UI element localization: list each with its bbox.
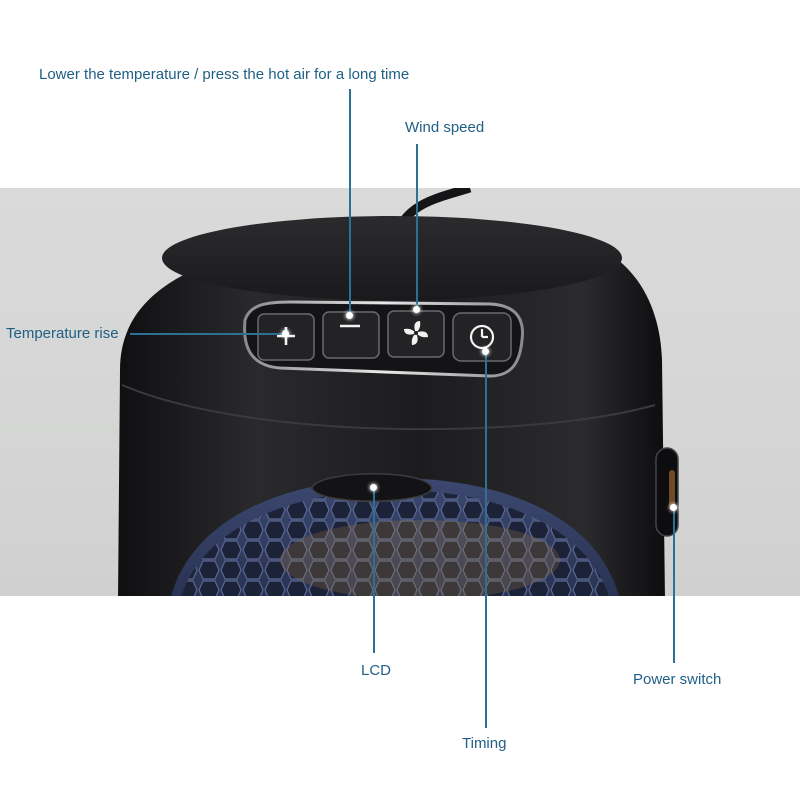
indicator-dot-minus	[346, 312, 353, 319]
timer-button[interactable]	[452, 312, 512, 362]
fan-icon	[404, 321, 428, 345]
callout-lower-temperature: Lower the temperature / press the hot ai…	[39, 66, 410, 83]
body-seam	[121, 384, 656, 431]
leader-line-timing	[485, 352, 487, 728]
plus-button[interactable]	[257, 313, 315, 361]
leader-line-power-switch	[673, 508, 675, 663]
callout-timing: Timing	[462, 735, 507, 752]
leader-line-lcd	[373, 488, 375, 653]
grill-honeycomb	[181, 490, 609, 596]
indicator-dot-fan	[413, 306, 420, 313]
leader-line-wind-speed	[416, 144, 418, 310]
indicator-dot-power	[670, 504, 677, 511]
indicator-dot-plus	[282, 330, 289, 337]
leader-line-lower-temperature	[349, 89, 351, 316]
power-switch-button[interactable]	[655, 447, 679, 537]
leader-line-temperature-rise	[130, 333, 285, 335]
minus-button[interactable]	[322, 311, 380, 359]
indicator-dot-timing	[482, 348, 489, 355]
callout-wind-speed: Wind speed	[405, 119, 485, 136]
fan-button[interactable]	[387, 310, 445, 358]
heater-top	[162, 216, 622, 300]
indicator-dot-lcd	[370, 484, 377, 491]
clock-icon	[469, 324, 495, 350]
callout-temperature-rise: Temperature rise	[6, 325, 119, 342]
callout-power-switch: Power switch	[633, 671, 722, 688]
callout-lcd: LCD	[361, 662, 392, 679]
